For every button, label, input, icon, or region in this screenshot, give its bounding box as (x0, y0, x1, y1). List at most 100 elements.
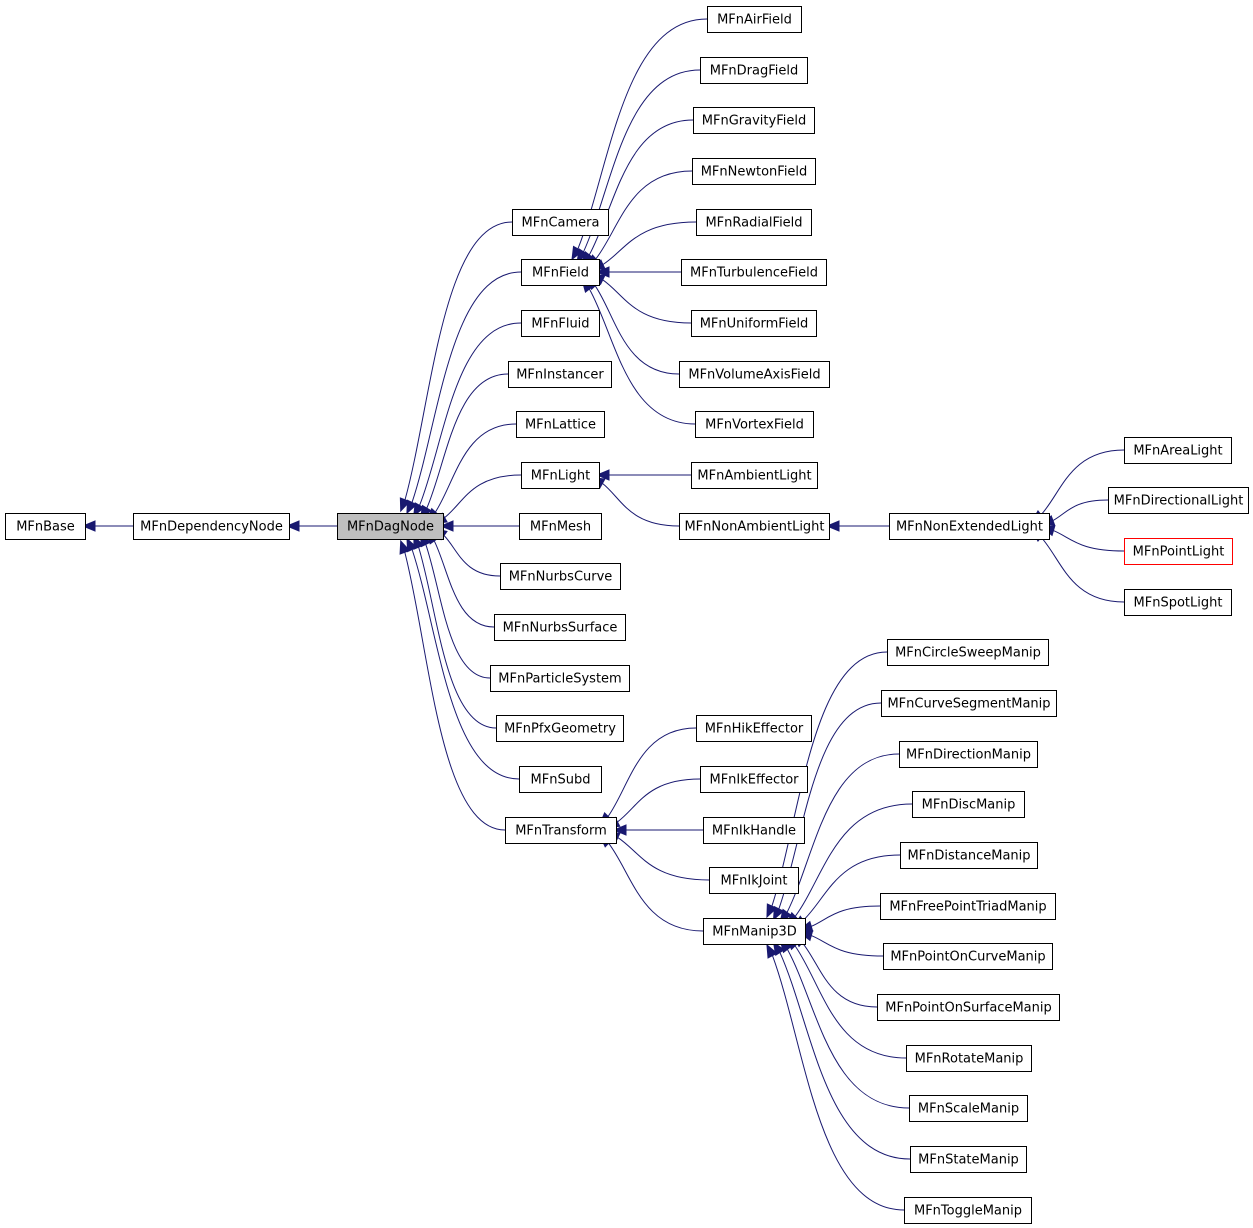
class-node-m-fn-base[interactable]: MFnBase (5, 513, 86, 540)
class-node-m-fn-air-field[interactable]: MFnAirField (707, 6, 802, 33)
class-node-m-fn-non-extended-light[interactable]: MFnNonExtendedLight (889, 513, 1050, 540)
edge-line (1040, 449, 1125, 516)
class-node-m-fn-distance-manip[interactable]: MFnDistanceManip (900, 842, 1038, 869)
edge-m-fn-dependency-node-to-m-fn-base (81, 520, 133, 532)
class-node-m-fn-transform[interactable]: MFnTransform (505, 817, 617, 844)
edge-m-fn-nurbs-curve-to-m-fn-dag-node (433, 527, 501, 577)
class-node-m-fn-disc-manip[interactable]: MFnDiscManip (912, 791, 1025, 818)
edge-m-fn-mesh-to-m-fn-dag-node (439, 520, 519, 532)
arrowhead-icon (285, 520, 300, 532)
class-label: MFnTurbulenceField (690, 266, 818, 281)
class-node-m-fn-hik-effector[interactable]: MFnHikEffector (696, 715, 812, 742)
edge-line (418, 546, 497, 729)
class-label: MFnPointOnSurfaceManip (885, 1001, 1052, 1016)
class-node-m-fn-drag-field[interactable]: MFnDragField (700, 57, 808, 84)
edge-m-fn-field-to-m-fn-dag-node (406, 271, 522, 515)
class-box (696, 715, 812, 742)
class-nodes: MFnBase MFnDependencyNode MFnDagNode MFnCam… (5, 6, 1249, 1224)
edge-m-fn-spot-light-to-m-fn-non-extended-light (1030, 528, 1125, 603)
arrowhead-icon (576, 248, 589, 263)
class-label: MFnInstancer (516, 368, 604, 383)
class-node-m-fn-curve-segment-manip[interactable]: MFnCurveSegmentManip (881, 690, 1057, 717)
class-node-m-fn-volume-axis-field[interactable]: MFnVolumeAxisField (679, 361, 830, 388)
class-label: MFnFreePointTriadManip (889, 900, 1046, 915)
class-node-m-fn-particle-system[interactable]: MFnParticleSystem (490, 665, 630, 692)
class-node-m-fn-point-light[interactable]: MFnPointLight (1124, 538, 1233, 565)
class-box (519, 766, 602, 793)
class-box (490, 665, 630, 692)
class-label: MFnDirectionManip (906, 748, 1031, 763)
class-box (880, 893, 1056, 920)
class-label: MFnPfxGeometry (504, 722, 616, 737)
edge-line (588, 288, 696, 425)
class-node-m-fn-field[interactable]: MFnField (521, 259, 600, 286)
edge-m-fn-ik-joint-to-m-fn-transform (605, 831, 710, 881)
class-box (703, 918, 806, 945)
class-node-m-fn-rotate-manip[interactable]: MFnRotateManip (906, 1045, 1032, 1072)
class-label: MFnNonAmbientLight (684, 520, 824, 535)
class-label: MFnCamera (522, 216, 600, 231)
class-label: MFnCircleSweepManip (895, 646, 1041, 661)
edge-line (1053, 530, 1125, 552)
edge-line (794, 803, 913, 917)
class-node-m-fn-direction-manip[interactable]: MFnDirectionManip (899, 741, 1038, 768)
class-node-m-fn-spot-light[interactable]: MFnSpotLight (1124, 589, 1232, 616)
class-node-m-fn-nurbs-surface[interactable]: MFnNurbsSurface (494, 614, 626, 641)
arrowhead-icon (825, 520, 840, 532)
class-node-m-fn-camera[interactable]: MFnCamera (512, 209, 609, 236)
class-node-m-fn-ik-effector[interactable]: MFnIkEffector (700, 766, 808, 793)
class-node-m-fn-vortex-field[interactable]: MFnVortexField (695, 411, 814, 438)
class-node-m-fn-fluid[interactable]: MFnFluid (521, 310, 600, 337)
class-box (1124, 589, 1232, 616)
edge-m-fn-state-manip-to-m-fn-manip3-d (772, 941, 911, 1160)
class-box (889, 513, 1050, 540)
edge-m-fn-nurbs-surface-to-m-fn-dag-node (426, 529, 495, 628)
class-node-m-fn-ik-joint[interactable]: MFnIkJoint (709, 867, 799, 894)
class-node-m-fn-area-light[interactable]: MFnAreaLight (1124, 437, 1232, 464)
class-node-m-fn-turbulence-field[interactable]: MFnTurbulenceField (681, 259, 827, 286)
edge-m-fn-toggle-manip-to-m-fn-manip3-d (766, 943, 905, 1211)
class-node-m-fn-radial-field[interactable]: MFnRadialField (696, 209, 812, 236)
edge-m-fn-point-on-curve-manip-to-m-fn-manip3-d (798, 930, 884, 957)
class-node-m-fn-pfx-geometry[interactable]: MFnPfxGeometry (496, 715, 624, 742)
arrowhead-icon (571, 245, 584, 261)
edge-m-fn-ik-effector-to-m-fn-transform (605, 778, 701, 829)
class-node-m-fn-state-manip[interactable]: MFnStateManip (910, 1146, 1027, 1173)
class-node-m-fn-non-ambient-light[interactable]: MFnNonAmbientLight (679, 513, 830, 540)
class-node-m-fn-free-point-triad-manip[interactable]: MFnFreePointTriadManip (880, 893, 1056, 920)
class-node-m-fn-ik-handle[interactable]: MFnIkHandle (703, 817, 805, 844)
class-label: MFnGravityField (702, 114, 806, 129)
class-node-m-fn-toggle-manip[interactable]: MFnToggleManip (904, 1197, 1032, 1224)
class-box (679, 361, 830, 388)
edge-line (404, 552, 506, 831)
class-label: MFnDagNode (347, 520, 434, 535)
class-box (881, 690, 1057, 717)
class-node-m-fn-ambient-light[interactable]: MFnAmbientLight (691, 462, 818, 489)
class-node-m-fn-point-on-surface-manip[interactable]: MFnPointOnSurfaceManip (877, 994, 1060, 1021)
class-box (709, 867, 799, 894)
edge-m-fn-free-point-triad-manip-to-m-fn-manip3-d (798, 905, 881, 932)
edge-m-fn-vortex-field-to-m-fn-field (581, 278, 696, 425)
class-node-m-fn-directional-light[interactable]: MFnDirectionalLight (1108, 487, 1249, 514)
class-node-m-fn-dependency-node[interactable]: MFnDependencyNode (133, 513, 290, 540)
class-box (519, 513, 602, 540)
class-node-m-fn-lattice[interactable]: MFnLattice (516, 411, 605, 438)
class-node-m-fn-newton-field[interactable]: MFnNewtonField (692, 158, 816, 185)
class-node-m-fn-manip3-d[interactable]: MFnManip3D (703, 918, 806, 945)
class-node-m-fn-mesh[interactable]: MFnMesh (519, 513, 602, 540)
class-box (700, 766, 808, 793)
class-node-m-fn-point-on-curve-manip[interactable]: MFnPointOnCurveManip (883, 943, 1053, 970)
class-box (496, 715, 624, 742)
class-label: MFnParticleSystem (498, 672, 621, 687)
class-node-m-fn-subd[interactable]: MFnSubd (519, 766, 602, 793)
class-box (1124, 437, 1232, 464)
class-node-m-fn-gravity-field[interactable]: MFnGravityField (693, 107, 815, 134)
class-node-m-fn-scale-manip[interactable]: MFnScaleManip (909, 1095, 1028, 1122)
class-node-m-fn-instancer[interactable]: MFnInstancer (508, 361, 612, 388)
class-node-m-fn-light[interactable]: MFnLight (521, 462, 600, 489)
class-node-m-fn-circle-sweep-manip[interactable]: MFnCircleSweepManip (887, 639, 1049, 666)
edge-line (433, 540, 495, 628)
class-node-m-fn-uniform-field[interactable]: MFnUniformField (691, 310, 817, 337)
class-node-m-fn-nurbs-curve[interactable]: MFnNurbsCurve (500, 563, 621, 590)
class-box (508, 361, 612, 388)
